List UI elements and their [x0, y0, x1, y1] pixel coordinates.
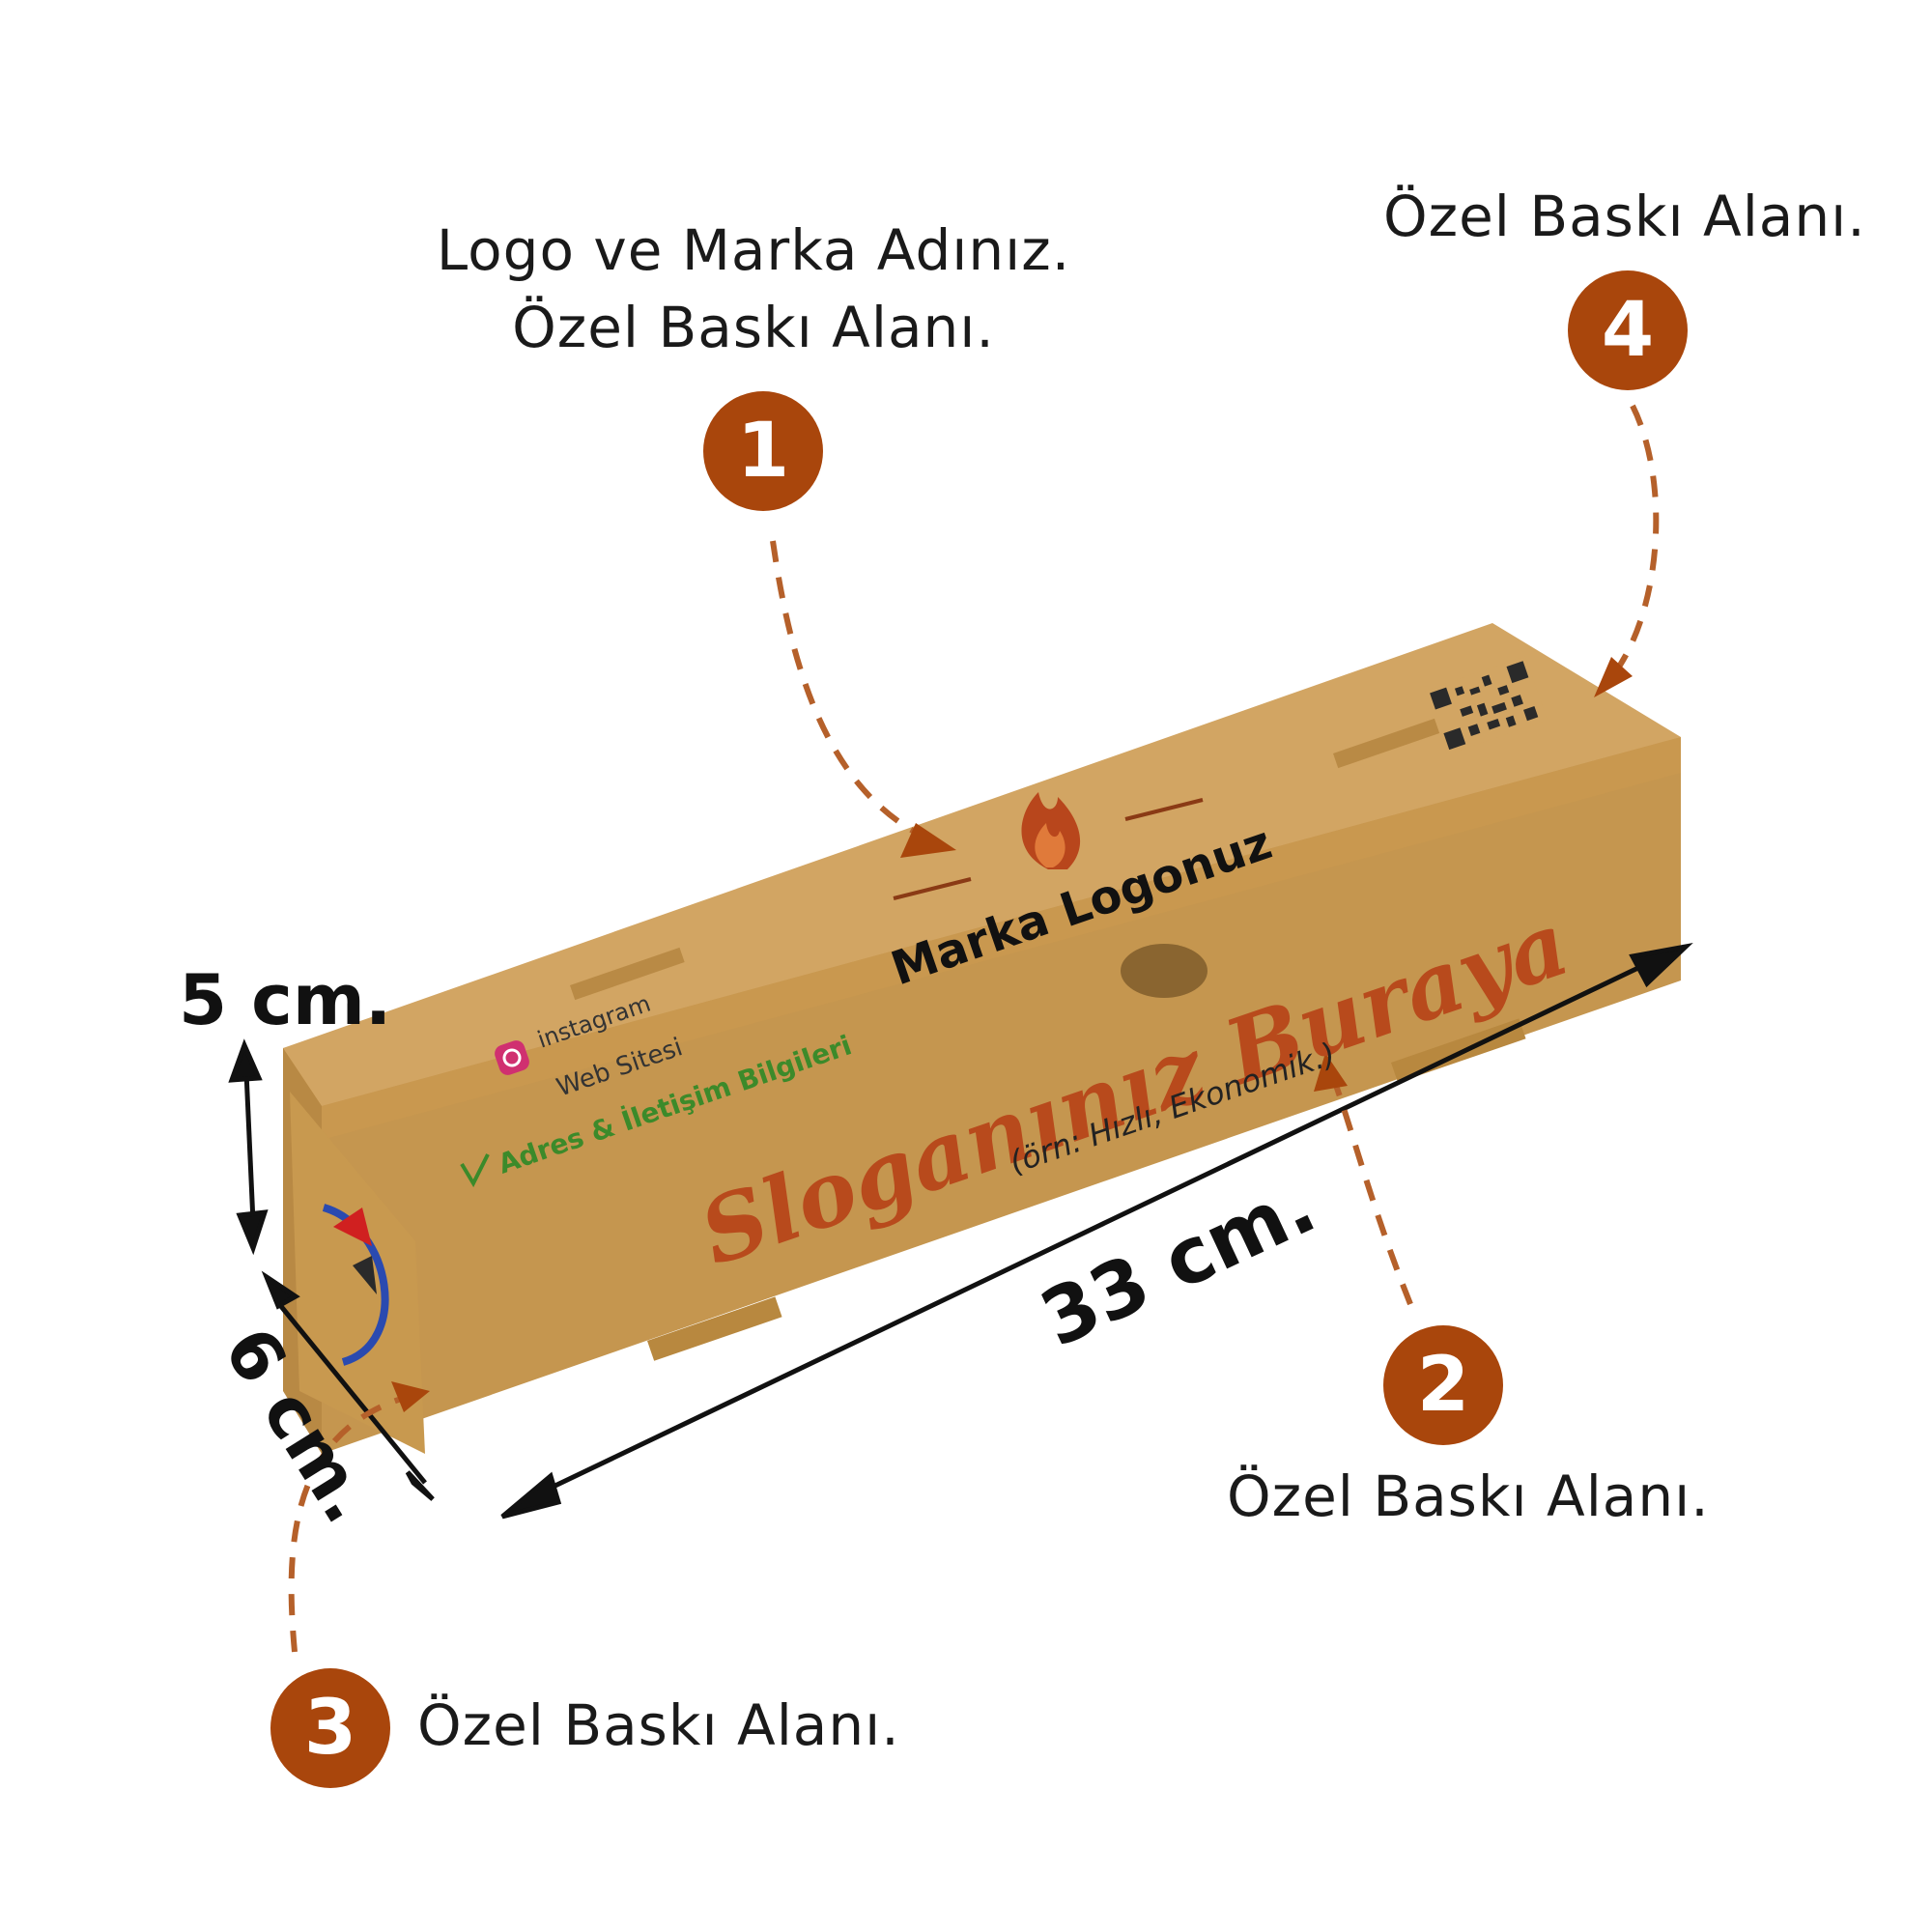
callout-4-badge: 4 — [1568, 270, 1688, 390]
callout-1-line1: Logo ve Marka Adınız. — [436, 217, 1071, 283]
instagram-icon — [495, 1040, 529, 1075]
box-top-face — [283, 623, 1681, 1106]
dimension-arrows — [228, 943, 1693, 1520]
callout-2-text: Özel Baskı Alanı. — [1227, 1463, 1710, 1529]
front-notches — [646, 1018, 1526, 1361]
box-end-panel — [290, 1092, 425, 1454]
callout-3-text: Özel Baskı Alanı. — [417, 1692, 900, 1758]
callout-2-badge: 2 — [1383, 1325, 1503, 1445]
dimension-height-label: 5 cm. — [179, 959, 391, 1040]
callout-4-text: Özel Baskı Alanı. — [1383, 184, 1866, 249]
flame-logo-icon — [893, 792, 1204, 900]
flap-notches — [570, 715, 1448, 1001]
qr-code-icon — [1425, 656, 1548, 755]
callout-leaders — [288, 404, 1660, 1653]
callout-3-badge: 3 — [270, 1668, 390, 1788]
box-front-face — [283, 737, 1681, 1454]
callout-1-badge: 1 — [703, 391, 823, 511]
callout-1-line2: Özel Baskı Alanı. — [512, 295, 995, 360]
callout-arrowheads — [391, 657, 1633, 1412]
leaf-icon — [460, 1153, 490, 1188]
side-logo-icon — [322, 1204, 389, 1366]
box-top-flap — [322, 737, 1681, 1140]
box-slot — [1121, 944, 1208, 998]
